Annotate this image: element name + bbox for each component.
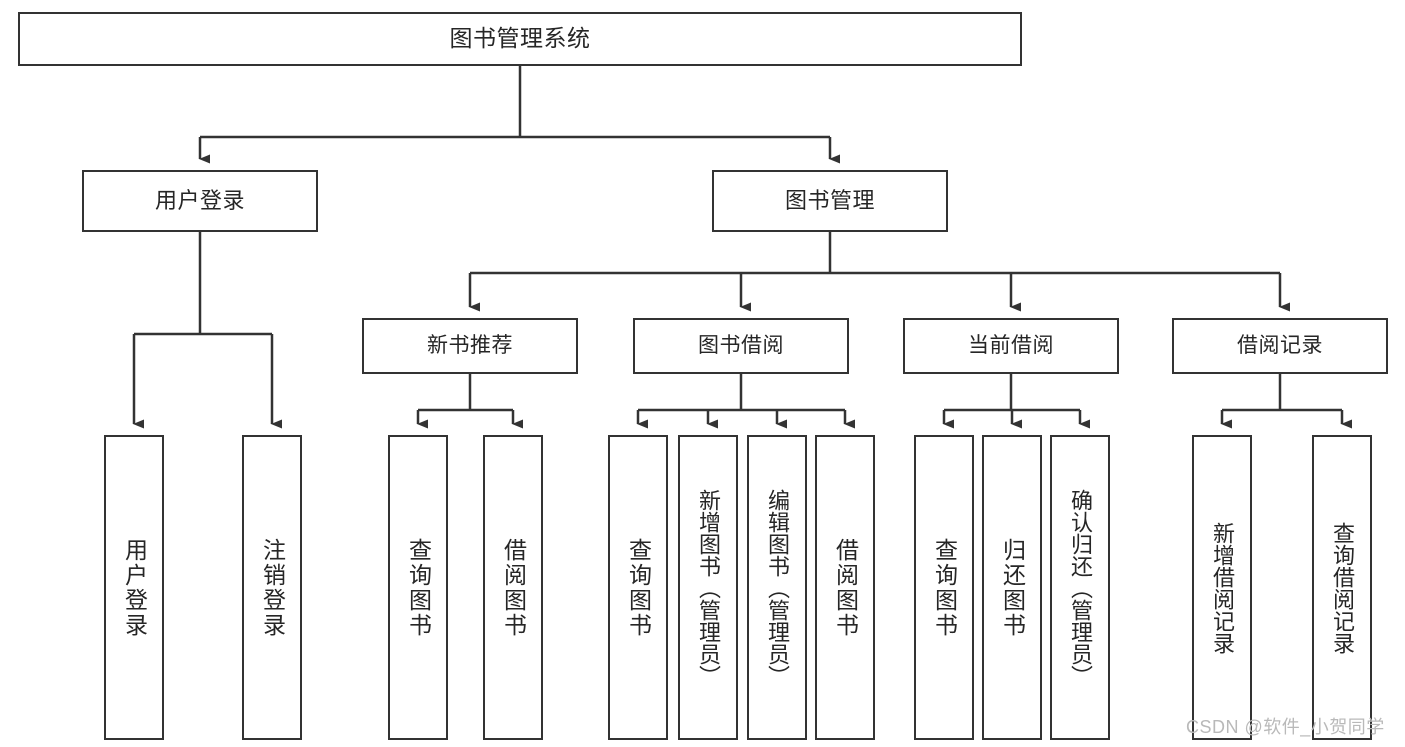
node-leaf-9[interactable]: 归还图书: [982, 435, 1042, 740]
node-label: 查询图书: [405, 537, 432, 638]
node-label: 归还图书: [999, 537, 1026, 638]
watermark-label: CSDN @软件_小贺同学: [1186, 717, 1385, 737]
node-label: 图书借阅: [698, 333, 784, 357]
node-label: 图书管理系统: [449, 25, 591, 52]
node-label: 用户登录: [154, 188, 245, 214]
node-root-system[interactable]: 图书管理系统: [18, 12, 1022, 66]
node-leaf-5[interactable]: 新增图书（管理员）: [678, 435, 738, 740]
node-label: 编辑图书（管理员）: [765, 488, 790, 687]
node-label: 查询借阅记录: [1330, 521, 1355, 654]
node-label: 查询图书: [931, 537, 958, 638]
node-label: 借阅记录: [1237, 333, 1323, 357]
node-level2-0[interactable]: 用户登录: [82, 170, 318, 232]
node-label: 新书推荐: [427, 333, 513, 357]
node-label: 图书管理: [784, 188, 875, 214]
node-leaf-7[interactable]: 借阅图书: [815, 435, 875, 740]
node-label: 新增图书（管理员）: [696, 488, 721, 687]
node-leaf-3[interactable]: 借阅图书: [483, 435, 543, 740]
node-leaf-2[interactable]: 查询图书: [388, 435, 448, 740]
node-level3-3[interactable]: 借阅记录: [1172, 318, 1388, 374]
node-label: 借阅图书: [500, 537, 527, 638]
node-level2-1[interactable]: 图书管理: [712, 170, 948, 232]
node-leaf-8[interactable]: 查询图书: [914, 435, 974, 740]
node-leaf-1[interactable]: 注销登录: [242, 435, 302, 740]
node-label: 用户登录: [121, 537, 148, 638]
node-label: 新增借阅记录: [1210, 521, 1235, 654]
node-label: 确认归还（管理员）: [1068, 488, 1093, 687]
node-leaf-12[interactable]: 查询借阅记录: [1312, 435, 1372, 740]
node-leaf-4[interactable]: 查询图书: [608, 435, 668, 740]
node-label: 注销登录: [259, 537, 286, 638]
node-label: 查询图书: [625, 537, 652, 638]
node-level3-2[interactable]: 当前借阅: [903, 318, 1119, 374]
node-label: 借阅图书: [832, 537, 859, 638]
node-leaf-11[interactable]: 新增借阅记录: [1192, 435, 1252, 740]
node-level3-1[interactable]: 图书借阅: [633, 318, 849, 374]
node-level3-0[interactable]: 新书推荐: [362, 318, 578, 374]
node-leaf-10[interactable]: 确认归还（管理员）: [1050, 435, 1110, 740]
node-leaf-0[interactable]: 用户登录: [104, 435, 164, 740]
node-label: 当前借阅: [968, 333, 1054, 357]
node-leaf-6[interactable]: 编辑图书（管理员）: [747, 435, 807, 740]
